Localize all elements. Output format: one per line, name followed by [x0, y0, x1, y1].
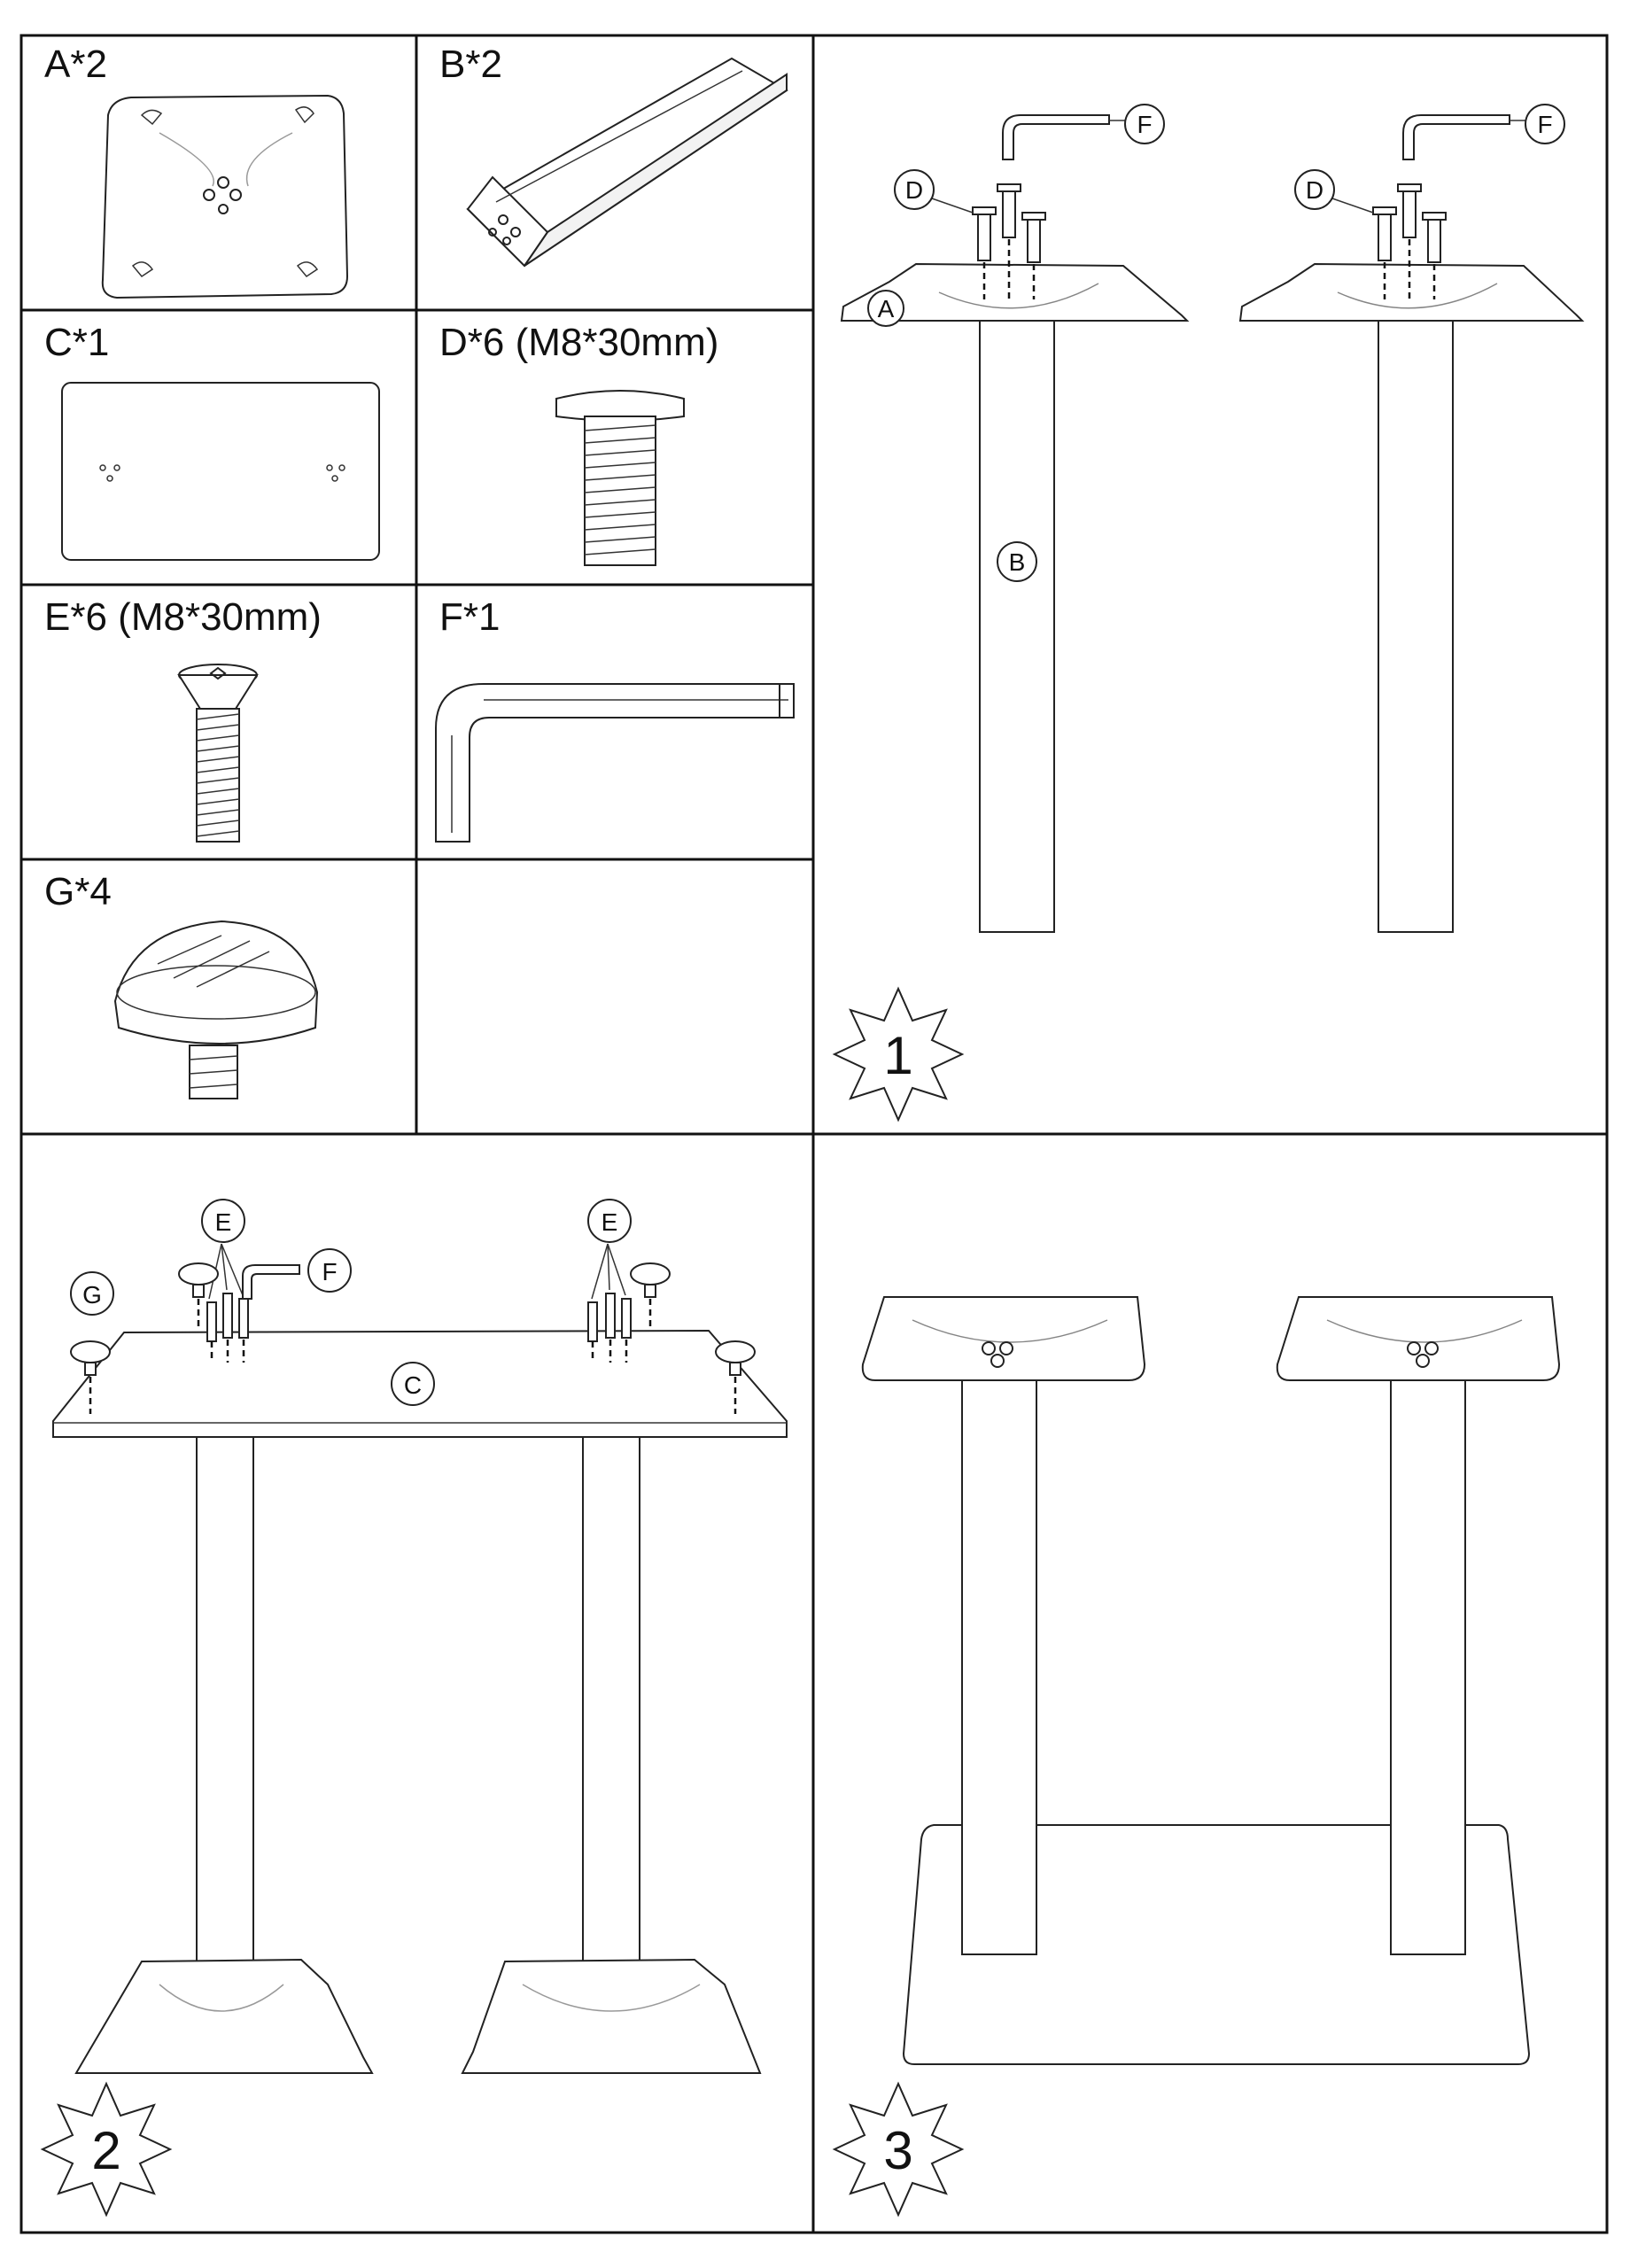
callout-d-right: D [1294, 169, 1335, 210]
svg-text:E: E [215, 1208, 232, 1236]
callout-c: C [391, 1362, 435, 1406]
part-f-allen-key-drawing [435, 683, 795, 843]
step-3-badge: 3 [832, 2081, 965, 2218]
callout-b: B [997, 541, 1037, 582]
part-c-board-drawing [61, 382, 380, 561]
callout-e-left: E [201, 1199, 245, 1243]
grid-frame [19, 34, 1609, 2234]
part-a-label: A*2 [44, 43, 107, 86]
part-f-label: F*1 [439, 595, 501, 639]
part-g-foot-drawing [113, 920, 319, 1099]
part-e-label: E*6 (M8*30mm) [44, 595, 322, 639]
svg-text:F: F [1537, 111, 1552, 138]
svg-text:3: 3 [883, 2121, 912, 2180]
callout-f-right: F [1525, 104, 1565, 144]
callout-d-left: D [894, 169, 935, 210]
svg-text:F: F [1137, 111, 1152, 138]
part-b-tube-drawing [466, 57, 788, 268]
svg-text:C: C [404, 1371, 422, 1399]
svg-text:D: D [1306, 176, 1323, 204]
svg-text:D: D [905, 176, 923, 204]
svg-text:F: F [322, 1258, 337, 1285]
callout-g: G [70, 1271, 114, 1316]
callout-f-left: F [1124, 104, 1165, 144]
svg-text:B: B [1009, 548, 1026, 576]
step-3-drawing [861, 1296, 1561, 2065]
part-c-label: C*1 [44, 321, 110, 364]
svg-text:A: A [878, 295, 895, 322]
step-1-badge: 1 [832, 986, 965, 1122]
part-d-bolt-drawing [555, 390, 685, 566]
callout-f-step2: F [307, 1248, 352, 1293]
svg-text:G: G [82, 1281, 102, 1309]
part-d-label: D*6 (M8*30mm) [439, 321, 719, 364]
part-g-label: G*4 [44, 870, 112, 913]
part-a-plate-drawing [101, 94, 349, 299]
step-2-badge: 2 [40, 2081, 173, 2218]
part-e-bolt-drawing [177, 664, 259, 843]
svg-text:E: E [602, 1208, 618, 1236]
callout-e-right: E [587, 1199, 632, 1243]
step-1-drawing [840, 114, 1585, 933]
part-b-label: B*2 [439, 43, 502, 86]
svg-text:1: 1 [883, 1026, 912, 1085]
svg-text:2: 2 [91, 2121, 120, 2180]
callout-a: A [867, 290, 904, 327]
